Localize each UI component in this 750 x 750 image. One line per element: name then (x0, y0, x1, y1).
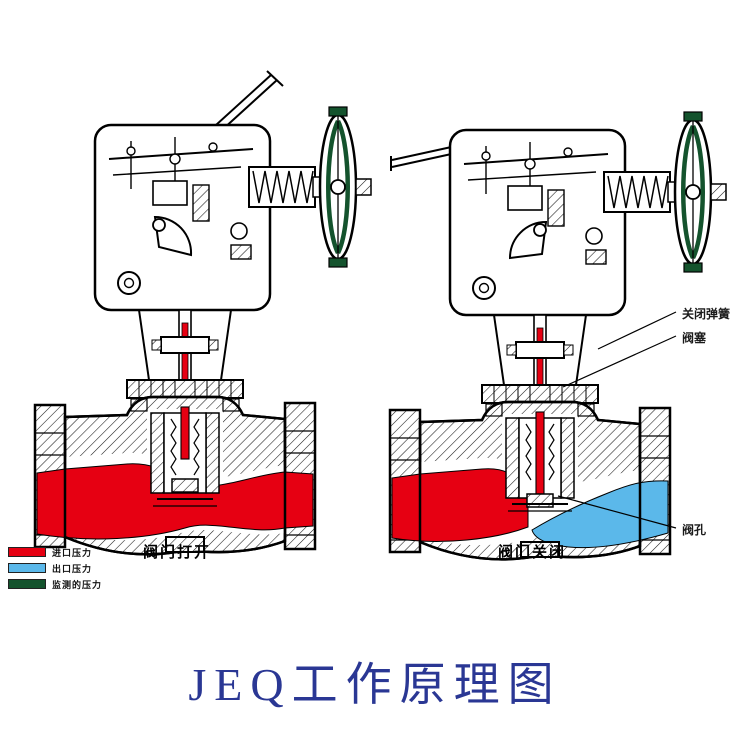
closing-spring (525, 423, 532, 481)
bonnet-yoke (481, 314, 599, 404)
leader-valve-plug (562, 335, 677, 388)
legend: 进口压力 出口压力 监测的压力 (8, 544, 102, 592)
diaphragm-membrane (690, 124, 705, 260)
diaphragm-membrane (326, 119, 341, 255)
actuator-box (448, 128, 627, 317)
bonnet-yoke (126, 309, 244, 399)
diaphragm-actuator (667, 111, 727, 273)
diaphragm-membrane (335, 119, 350, 255)
diaphragm-membrane (681, 124, 696, 260)
handle-lever (390, 145, 457, 171)
annotation-valve-orifice: 阀孔 (682, 523, 707, 537)
legend-item-outlet-pressure: 出口压力 (8, 560, 102, 576)
legend-item-inlet-pressure: 进口压力 (8, 544, 102, 560)
caption-valve-open: 阀门打开 (142, 544, 211, 561)
leader-valve-orifice (557, 495, 677, 529)
valve-stem (180, 406, 190, 460)
valve-stem (535, 411, 545, 495)
valve-plug (171, 478, 199, 493)
legend-item-monitored-pressure: 监测的压力 (8, 576, 102, 592)
bottom-boss (520, 541, 560, 558)
annotation-closing-spring: 关闭弹簧 (682, 307, 731, 321)
legend-swatch-inlet (8, 547, 46, 557)
diaphragm-actuator (312, 106, 372, 268)
annotation-valve-plug: 阀塞 (682, 331, 707, 345)
valve-trim (505, 411, 575, 512)
actuator-box (93, 123, 272, 312)
valve-trim (150, 406, 220, 507)
diagram-title: JEQ工作原理图 (188, 659, 562, 710)
bottom-boss (165, 536, 205, 553)
valve-plug (526, 493, 554, 508)
annotation-leader-lines (557, 311, 677, 529)
legend-swatch-outlet (8, 563, 46, 573)
legend-label-outlet: 出口压力 (52, 563, 93, 574)
legend-label-monitored: 监测的压力 (52, 579, 103, 590)
valve-open-diagram (33, 70, 372, 556)
legend-swatch-monitored (8, 579, 46, 589)
valve-closed-diagram (388, 111, 727, 561)
inlet-flow-region (391, 468, 529, 542)
setpoint-spring (603, 171, 671, 213)
closing-spring (548, 423, 555, 481)
leader-closing-spring (597, 311, 677, 350)
setpoint-spring (248, 166, 316, 208)
closing-spring (170, 418, 177, 476)
legend-label-inlet: 进口压力 (52, 547, 93, 558)
closing-spring (193, 418, 200, 476)
caption-valve-closed: 阀门关闭 (497, 544, 566, 561)
